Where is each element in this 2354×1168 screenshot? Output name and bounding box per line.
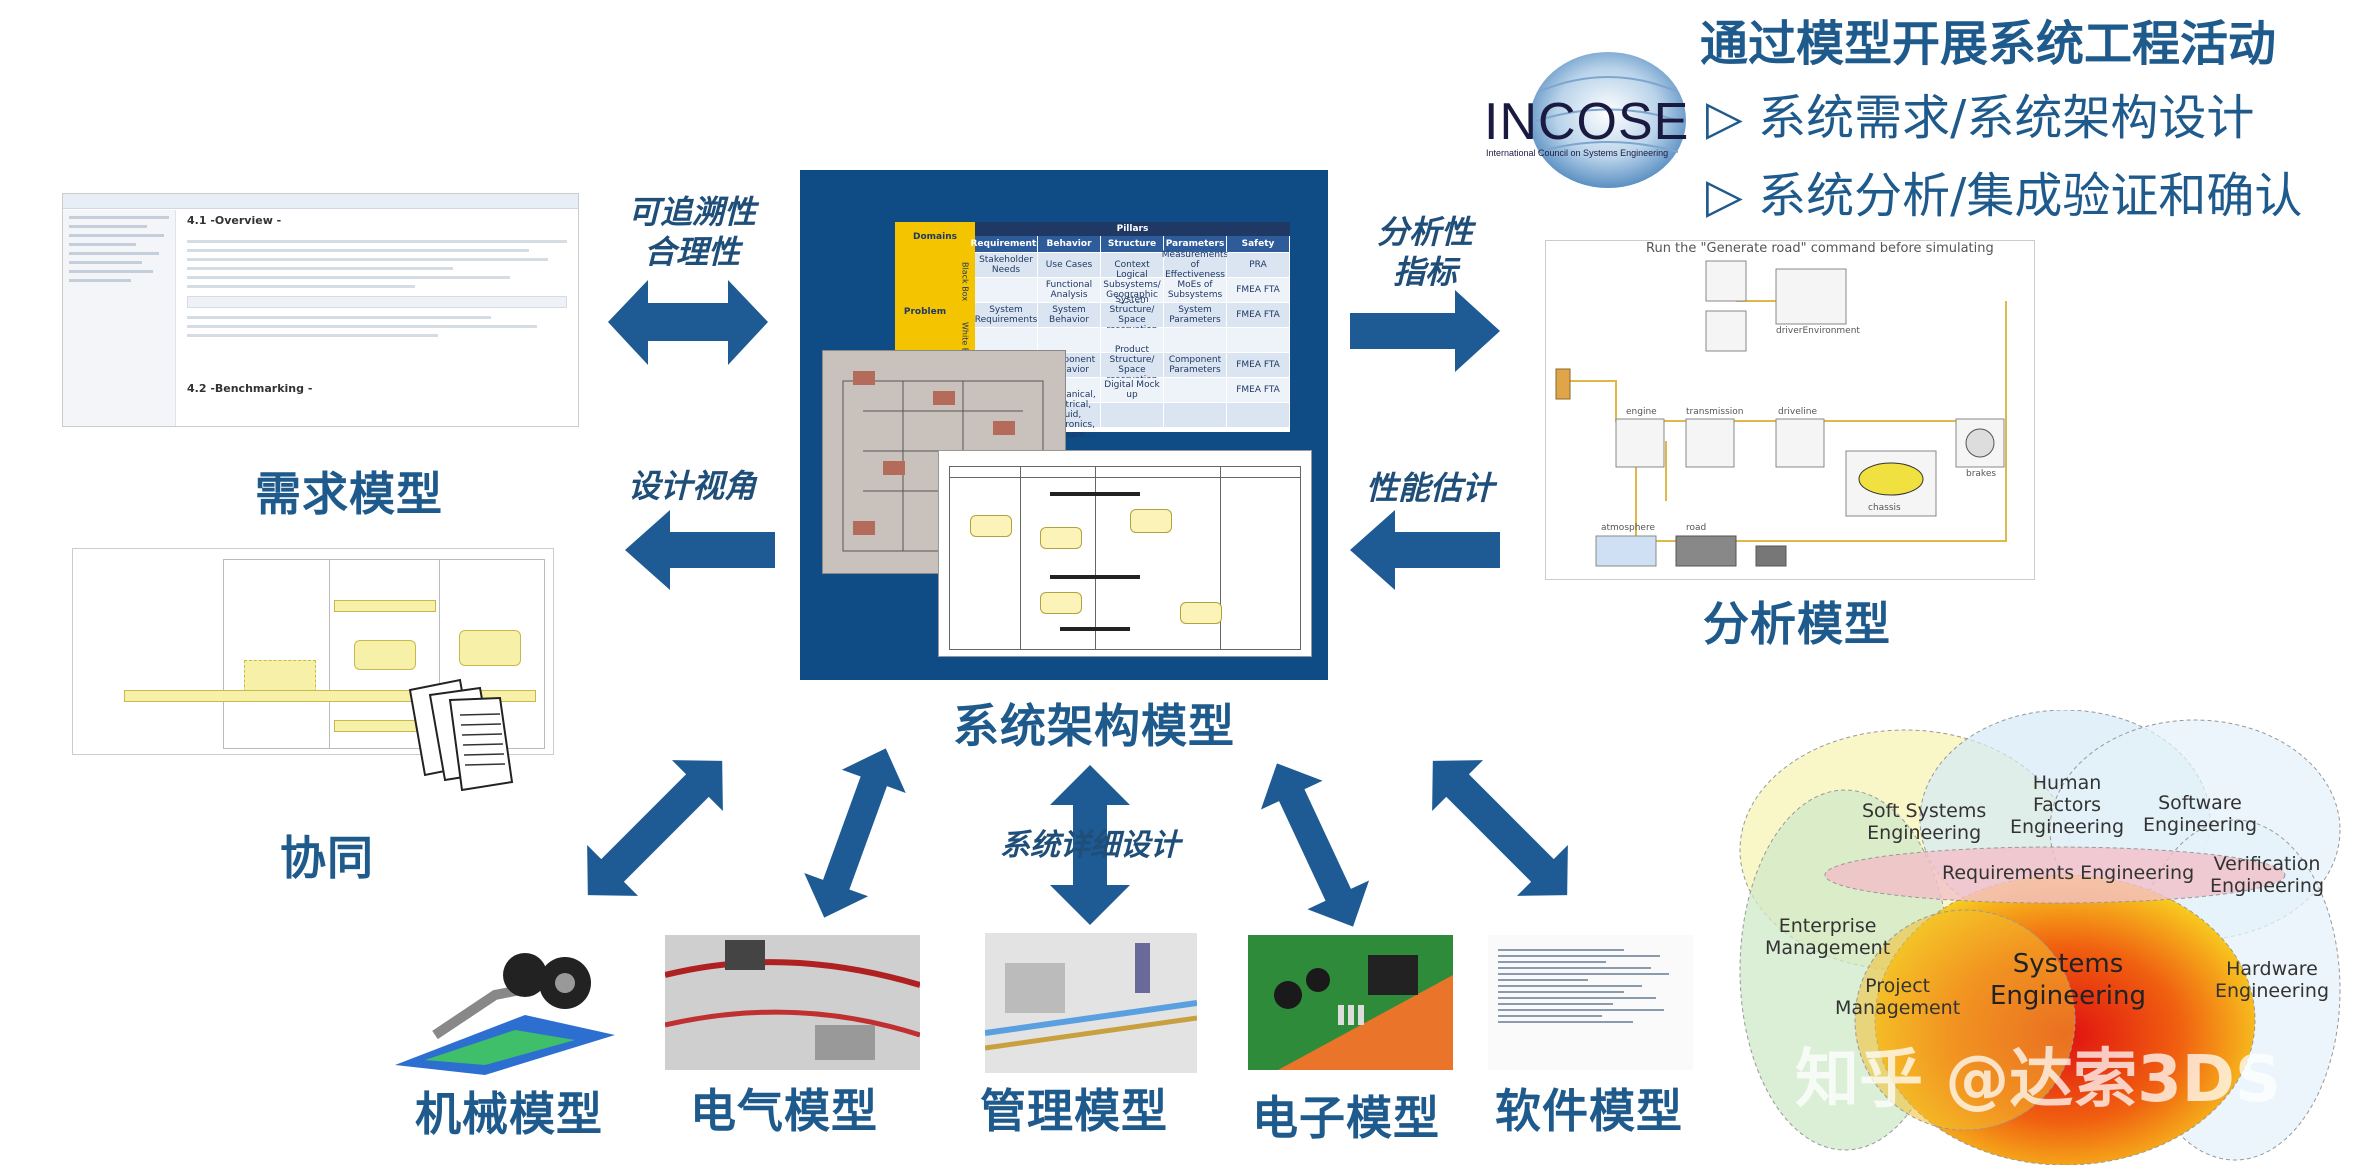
domains-header: Domains <box>895 222 975 252</box>
pillars-cell <box>975 328 1037 352</box>
collaboration-label: 协同 <box>280 831 374 885</box>
pillars-cell: Stakeholder Needs <box>975 253 1037 277</box>
incose-subtitle: International Council on Systems Enginee… <box>1486 148 1669 158</box>
watermark: 知乎 @达索3DS <box>1795 1043 2282 1117</box>
bullet-1: ▷ 系统需求/系统架构设计 <box>1706 90 2255 146</box>
electronic-model-label: 电子模型 <box>1252 1091 1440 1145</box>
pillars-cell <box>1227 328 1289 352</box>
architecture-activity-diagram <box>938 450 1312 657</box>
arrow-software <box>1432 760 1568 896</box>
pillars-cell: Component Parameters <box>1164 353 1226 377</box>
pillars-cell: Measurements of Effectiveness <box>1161 250 1229 280</box>
pillars-cell: FMEA FTA <box>1227 378 1289 402</box>
pillars-cell: System Behavior <box>1038 303 1100 327</box>
requirements-model-screenshot: 4.1 -Overview - 4.2 -Benchmarking - <box>62 193 579 427</box>
analysis-block-driveline: driveline <box>1778 407 1818 417</box>
documents-icon <box>400 670 530 800</box>
analysis-block-transmission: transmission <box>1686 407 1744 417</box>
pillars-cell: PRA <box>1227 253 1289 277</box>
arrow-analysis-architecture <box>1350 510 1500 590</box>
incose-name: INCOSE <box>1484 93 1690 151</box>
analysis-metric-label: 分析性 指标 <box>1376 213 1473 291</box>
pillars-column-header: Behavior <box>1038 236 1100 252</box>
arrow-management <box>1050 765 1130 925</box>
pillars-header: Pillars <box>975 222 1290 236</box>
traceability-label: 可追溯性 合理性 <box>627 193 756 271</box>
pillars-column-header: Parameters <box>1164 236 1226 252</box>
bullet-2: ▷ 系统分析/集成验证和确认 <box>1706 168 2303 224</box>
pillars-cell: FMEA FTA <box>1227 353 1289 377</box>
incose-globe-icon <box>1530 52 1686 188</box>
pillars-cell <box>1101 403 1163 427</box>
electrical-model-label: 电气模型 <box>690 1084 878 1138</box>
pillars-cell: FMEA FTA <box>1227 278 1289 302</box>
incose-logo: INCOSE International Council on Systems … <box>1478 52 1698 192</box>
electronic-model-image <box>1248 935 1453 1070</box>
mechanical-model-image <box>375 935 625 1075</box>
pillars-cell <box>1164 403 1226 427</box>
black-box-cell: Black Box <box>955 252 975 312</box>
page-title: 通过模型开展系统工程活动 <box>1700 16 2277 72</box>
arrow-electronic <box>1260 763 1370 927</box>
pillars-cell: FMEA FTA <box>1227 303 1289 327</box>
pillars-cell: Product Structure/ Space reservation <box>1101 345 1163 385</box>
analysis-model-label: 分析模型 <box>1703 597 1891 651</box>
analysis-model-screenshot: Run the "Generate road" command before s… <box>1545 240 2035 580</box>
pillars-cell: System Structure/ Space reservation <box>1101 295 1163 335</box>
electrical-model-image <box>665 935 920 1070</box>
analysis-block-atmosphere: atmosphere <box>1601 523 1655 533</box>
pillars-cell <box>1164 378 1226 402</box>
requirements-model-label: 需求模型 <box>255 467 443 521</box>
arrow-requirements-architecture <box>608 280 768 365</box>
analysis-block-driver-environment: driverEnvironment <box>1776 326 1860 336</box>
pillars-cell <box>1164 328 1226 352</box>
performance-label: 性能估计 <box>1365 469 1494 507</box>
analysis-block-chassis: chassis <box>1868 503 1901 513</box>
pillars-column-header: Safety <box>1227 236 1289 252</box>
pillars-column-header: Requirements <box>970 236 1042 252</box>
detail-design-label: 系统详细设计 <box>1000 828 1180 863</box>
arrow-architecture-collaboration <box>625 510 775 590</box>
software-model-image <box>1488 935 1693 1070</box>
pillars-cell: System Parameters <box>1164 303 1226 327</box>
pillars-cell <box>1038 328 1100 352</box>
pillars-cell <box>1101 328 1163 352</box>
management-model-image <box>985 933 1197 1073</box>
analysis-block-engine: engine <box>1626 407 1657 417</box>
software-model-label: 软件模型 <box>1495 1084 1683 1138</box>
pillars-cell: Context <box>1101 253 1163 277</box>
arrow-mechanical <box>587 760 723 896</box>
pillars-cell: System Requirements <box>974 303 1038 327</box>
arrow-electrical <box>804 748 906 918</box>
pillars-cell: MoEs of Subsystems <box>1164 278 1226 302</box>
analysis-block-road: road <box>1686 523 1707 533</box>
arrow-architecture-analysis <box>1350 290 1500 372</box>
pillars-cell: Use Cases <box>1038 253 1100 277</box>
pillars-cell <box>1227 403 1289 427</box>
pillars-cell <box>975 278 1037 302</box>
pillars-cell: Digital Mock up <box>1101 378 1163 402</box>
analysis-block-brakes: brakes <box>1966 469 1997 479</box>
management-model-label: 管理模型 <box>980 1084 1168 1138</box>
req-heading-benchmarking: 4.2 -Benchmarking - <box>187 382 313 395</box>
collaboration-screenshot <box>72 548 554 755</box>
systems-engineering-venn <box>1739 710 2341 1165</box>
mechanical-model-label: 机械模型 <box>415 1087 603 1141</box>
design-view-label: 设计视角 <box>627 467 756 505</box>
analysis-caption: Run the "Generate road" command before s… <box>1646 241 1994 256</box>
architecture-model-label: 系统架构模型 <box>953 699 1235 753</box>
venn-requirements-engineering: Requirements Engineering <box>1942 862 2195 884</box>
req-heading-overview: 4.1 -Overview - <box>187 214 282 227</box>
pillars-cell: Functional Analysis <box>1038 278 1100 302</box>
pillars-column-header: Structure <box>1101 236 1163 252</box>
